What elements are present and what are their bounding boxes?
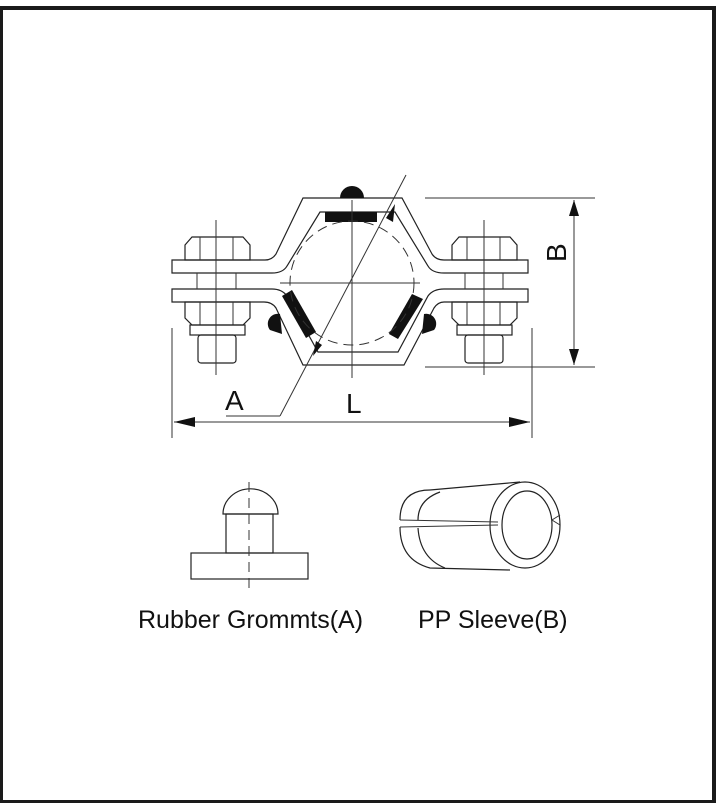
top-grommet	[340, 186, 364, 198]
dimension-label-l: L	[346, 388, 362, 419]
dimension-label-b: B	[541, 243, 572, 262]
drawing-frame	[0, 6, 716, 803]
caption-rubber-grommets: Rubber Grommts(A)	[138, 606, 364, 634]
right-grommet	[422, 313, 437, 334]
caption-pp-sleeve: PP Sleeve(B)	[418, 606, 568, 634]
pp-sleeve-detail	[399, 481, 561, 571]
dimension-label-a: A	[225, 385, 244, 416]
rubber-grommet-detail	[190, 482, 309, 589]
right-pad	[389, 294, 423, 339]
right-bolt	[451, 220, 518, 375]
lower-strap	[171, 288, 529, 366]
top-pad	[325, 212, 377, 222]
left-grommet	[267, 313, 282, 334]
left-bolt	[184, 220, 251, 375]
upper-strap	[171, 197, 529, 274]
